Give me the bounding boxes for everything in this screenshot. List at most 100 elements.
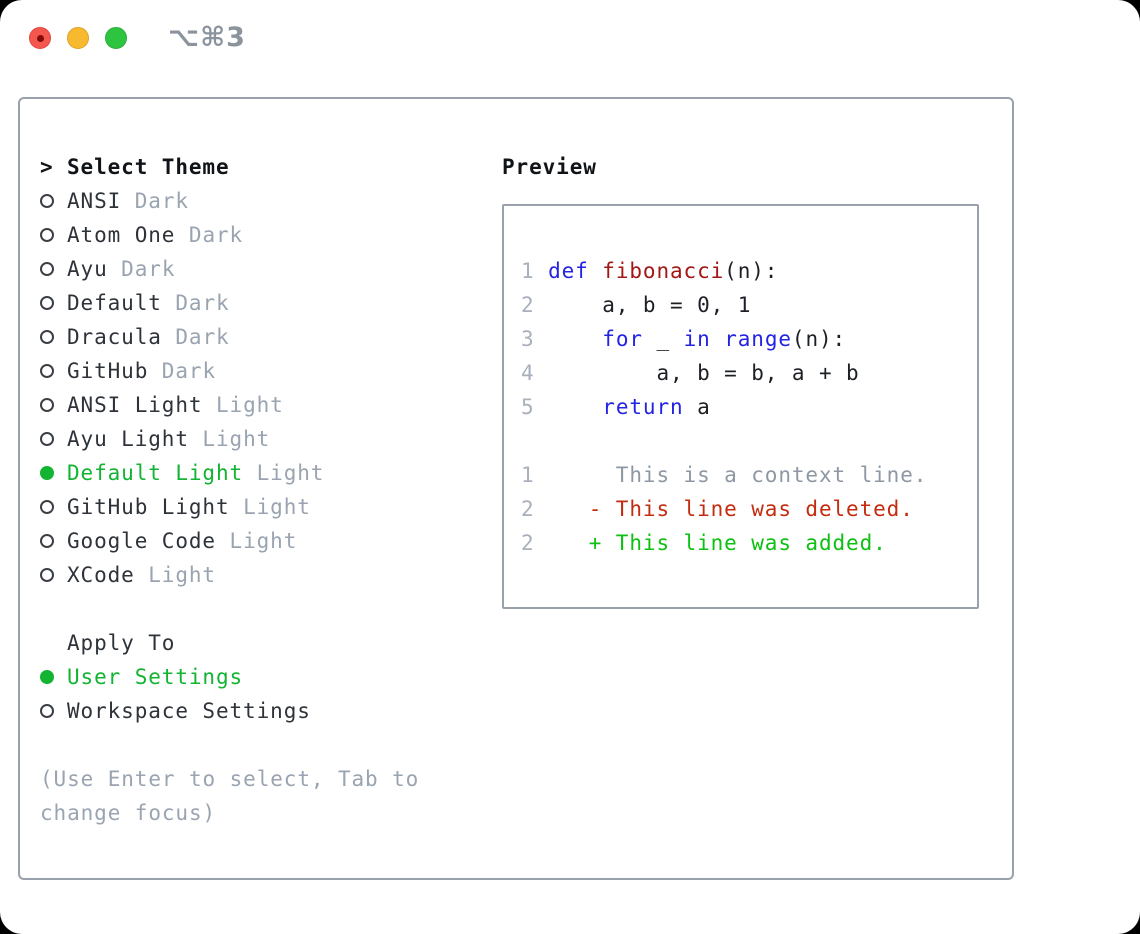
code-line: 2 - This line was deleted. bbox=[521, 497, 914, 521]
theme-variant: Light bbox=[215, 529, 298, 553]
radio-icon bbox=[40, 495, 67, 519]
radio-icon bbox=[40, 665, 67, 689]
apply-to-label: User Settings bbox=[67, 665, 244, 689]
theme-variant: Light bbox=[229, 495, 311, 519]
radio-unselected-icon bbox=[40, 398, 54, 412]
theme-variant: Light bbox=[243, 461, 325, 485]
radio-unselected-icon bbox=[40, 432, 54, 446]
radio-unselected-icon bbox=[40, 364, 54, 378]
apply-to-option[interactable]: User Settings bbox=[40, 660, 490, 694]
code-line: 2 a, b = 0, 1 bbox=[521, 293, 752, 317]
radio-icon bbox=[40, 325, 67, 349]
radio-unselected-icon bbox=[40, 568, 54, 582]
close-button[interactable] bbox=[29, 27, 51, 49]
theme-name: Default bbox=[67, 291, 162, 315]
code-block: 1 def fibonacci(n): 2 a, b = 0, 1 3 for _ … bbox=[521, 254, 977, 560]
radio-icon bbox=[40, 393, 67, 417]
theme-option[interactable]: Dracula Dark bbox=[40, 320, 490, 354]
theme-variant: Light bbox=[188, 427, 271, 451]
apply-to-header: Apply To bbox=[67, 631, 176, 655]
preview-header-row: Preview bbox=[502, 150, 1002, 184]
apply-to-header-row: Apply To bbox=[40, 626, 490, 660]
theme-variant: Light bbox=[134, 563, 216, 587]
preview-column: Preview 1 def fibonacci(n): 2 a, b = 0, 1… bbox=[502, 150, 1002, 609]
theme-option[interactable]: Ayu Light Light bbox=[40, 422, 490, 456]
apply-to-label: Workspace Settings bbox=[67, 699, 311, 723]
theme-option[interactable]: GitHub Dark bbox=[40, 354, 490, 388]
theme-option[interactable]: GitHub Light Light bbox=[40, 490, 490, 524]
theme-option[interactable]: Atom One Dark bbox=[40, 218, 490, 252]
theme-option[interactable]: ANSI Dark bbox=[40, 184, 490, 218]
spacer-row bbox=[40, 728, 490, 762]
theme-name: ANSI bbox=[67, 189, 122, 213]
theme-name: Dracula bbox=[67, 325, 162, 349]
theme-option[interactable]: Default Light Light bbox=[40, 456, 490, 490]
code-preview-pane: 1 def fibonacci(n): 2 a, b = 0, 1 3 for _ … bbox=[502, 204, 979, 609]
theme-name: Google Code bbox=[67, 529, 216, 553]
theme-option[interactable]: Google Code Light bbox=[40, 524, 490, 558]
radio-unselected-icon bbox=[40, 534, 54, 548]
radio-icon bbox=[40, 189, 67, 213]
code-line: 1 def fibonacci(n): bbox=[521, 259, 779, 283]
theme-option[interactable]: XCode Light bbox=[40, 558, 490, 592]
radio-icon bbox=[40, 461, 67, 485]
theme-variant: Dark bbox=[148, 359, 216, 383]
theme-name: GitHub bbox=[67, 359, 149, 383]
radio-unselected-icon bbox=[40, 228, 54, 242]
theme-name: Ayu bbox=[67, 257, 108, 281]
radio-unselected-icon bbox=[40, 194, 54, 208]
minimize-button[interactable] bbox=[67, 27, 89, 49]
traffic-lights bbox=[29, 27, 127, 49]
code-line: 4 a, b = b, a + b bbox=[521, 361, 860, 385]
radio-icon bbox=[40, 359, 67, 383]
select-theme-header: Select Theme bbox=[67, 155, 230, 179]
radio-icon bbox=[40, 427, 67, 451]
theme-variant: Dark bbox=[161, 325, 230, 349]
code-line: 3 for _ in range(n): bbox=[521, 327, 847, 351]
radio-icon bbox=[40, 529, 67, 553]
window-title: ⌥⌘3 bbox=[168, 22, 246, 53]
theme-option[interactable]: Default Dark bbox=[40, 286, 490, 320]
theme-option[interactable]: Ayu Dark bbox=[40, 252, 490, 286]
radio-icon bbox=[40, 699, 67, 723]
theme-name: GitHub Light bbox=[67, 495, 230, 519]
radio-unselected-icon bbox=[40, 330, 54, 344]
theme-name: Default Light bbox=[67, 461, 244, 485]
close-button-dot bbox=[37, 35, 44, 42]
keyboard-hint: (Use Enter to select, Tab to change focu… bbox=[40, 767, 420, 825]
radio-unselected-icon bbox=[40, 500, 54, 514]
radio-unselected-icon bbox=[40, 704, 54, 718]
theme-option[interactable]: ANSI Light Light bbox=[40, 388, 490, 422]
prompt-caret: > bbox=[40, 155, 54, 179]
radio-icon bbox=[40, 291, 67, 315]
code-line: 5 return a bbox=[521, 395, 711, 419]
titlebar: ⌥⌘3 bbox=[0, 0, 1140, 78]
preview-header: Preview bbox=[502, 155, 597, 179]
code-line: 2 + This line was added. bbox=[521, 531, 887, 555]
radio-selected-icon bbox=[40, 466, 54, 480]
radio-icon bbox=[40, 563, 67, 587]
theme-name: XCode bbox=[67, 563, 135, 587]
radio-icon bbox=[40, 223, 67, 247]
theme-name: Atom One bbox=[67, 223, 176, 247]
radio-icon bbox=[40, 257, 67, 281]
apply-to-option[interactable]: Workspace Settings bbox=[40, 694, 490, 728]
radio-unselected-icon bbox=[40, 296, 54, 310]
spacer-row bbox=[40, 592, 490, 626]
theme-name: Ayu Light bbox=[67, 427, 189, 451]
theme-variant: Dark bbox=[107, 257, 176, 281]
theme-variant: Dark bbox=[121, 189, 189, 213]
theme-name: ANSI Light bbox=[67, 393, 203, 417]
maximize-button[interactable] bbox=[105, 27, 127, 49]
theme-variant: Dark bbox=[161, 291, 230, 315]
radio-unselected-icon bbox=[40, 262, 54, 276]
select-theme-header-row: > Select Theme bbox=[40, 150, 490, 184]
theme-variant: Light bbox=[202, 393, 284, 417]
theme-variant: Dark bbox=[175, 223, 244, 247]
code-line: 1 This is a context line. bbox=[521, 463, 928, 487]
